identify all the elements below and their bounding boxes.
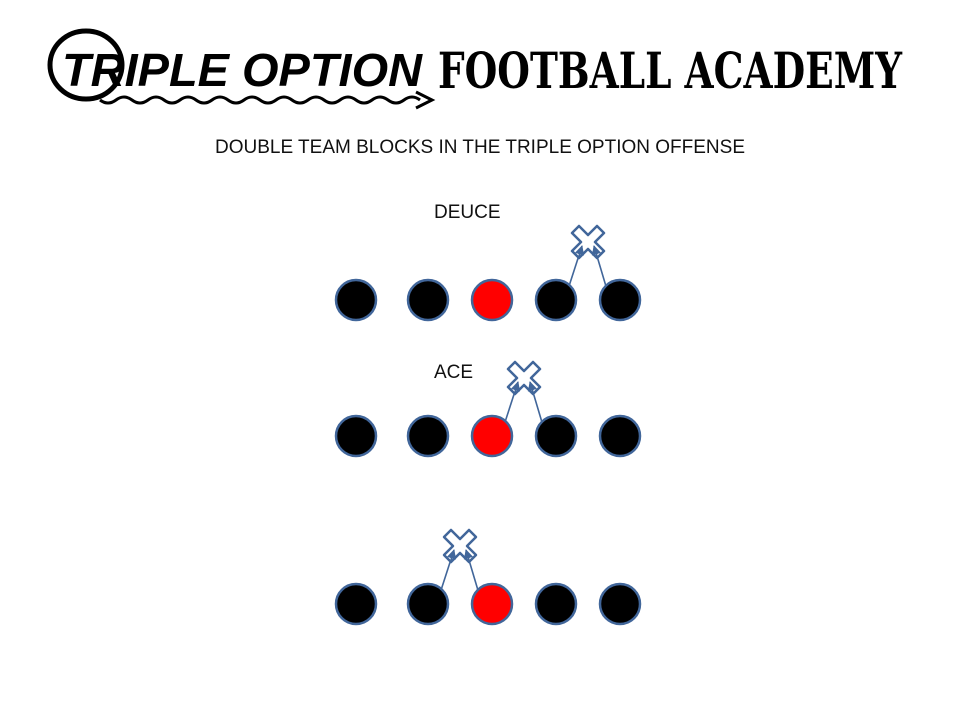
brand-logo: TRIPLE OPTION FOOTBALL ACADEMY (47, 28, 903, 110)
block-arrow-tip-3-2 (463, 549, 474, 561)
lineman-3-1 (334, 582, 378, 626)
lineman-1-5 (598, 278, 642, 322)
lineman-1-3 (470, 278, 514, 322)
play-1 (334, 224, 642, 322)
block-arrow-tip-1-2 (591, 245, 602, 257)
lineman-3-2 (406, 582, 450, 626)
lineman-2-2 (406, 414, 450, 458)
defender-x-3 (442, 528, 478, 564)
lineman-1-2 (406, 278, 450, 322)
brand-part1: TRIPLE OPTION (62, 44, 423, 96)
block-arrow-tip-2-1 (510, 381, 521, 393)
lineman-3-3 (470, 582, 514, 626)
block-arrow-tip-2-2 (527, 381, 538, 393)
play-2 (334, 360, 642, 458)
brand-part2: FOOTBALL ACADEMY (438, 41, 903, 100)
lineman-2-5 (598, 414, 642, 458)
lineman-2-1 (334, 414, 378, 458)
logo-squiggle (99, 95, 421, 105)
lineman-3-4 (534, 582, 578, 626)
lineman-1-4 (534, 278, 578, 322)
lineman-2-3 (470, 414, 514, 458)
lineman-2-4 (534, 414, 578, 458)
logo-circle (47, 28, 125, 102)
defender-x-2 (506, 360, 542, 396)
block-arrow-tip-1-1 (574, 245, 585, 257)
lineman-3-5 (598, 582, 642, 626)
logo-arrowhead (415, 90, 436, 110)
play-3 (334, 528, 642, 626)
lineman-1-1 (334, 278, 378, 322)
block-arrow-tip-3-1 (446, 549, 457, 561)
defender-x-1 (570, 224, 606, 260)
